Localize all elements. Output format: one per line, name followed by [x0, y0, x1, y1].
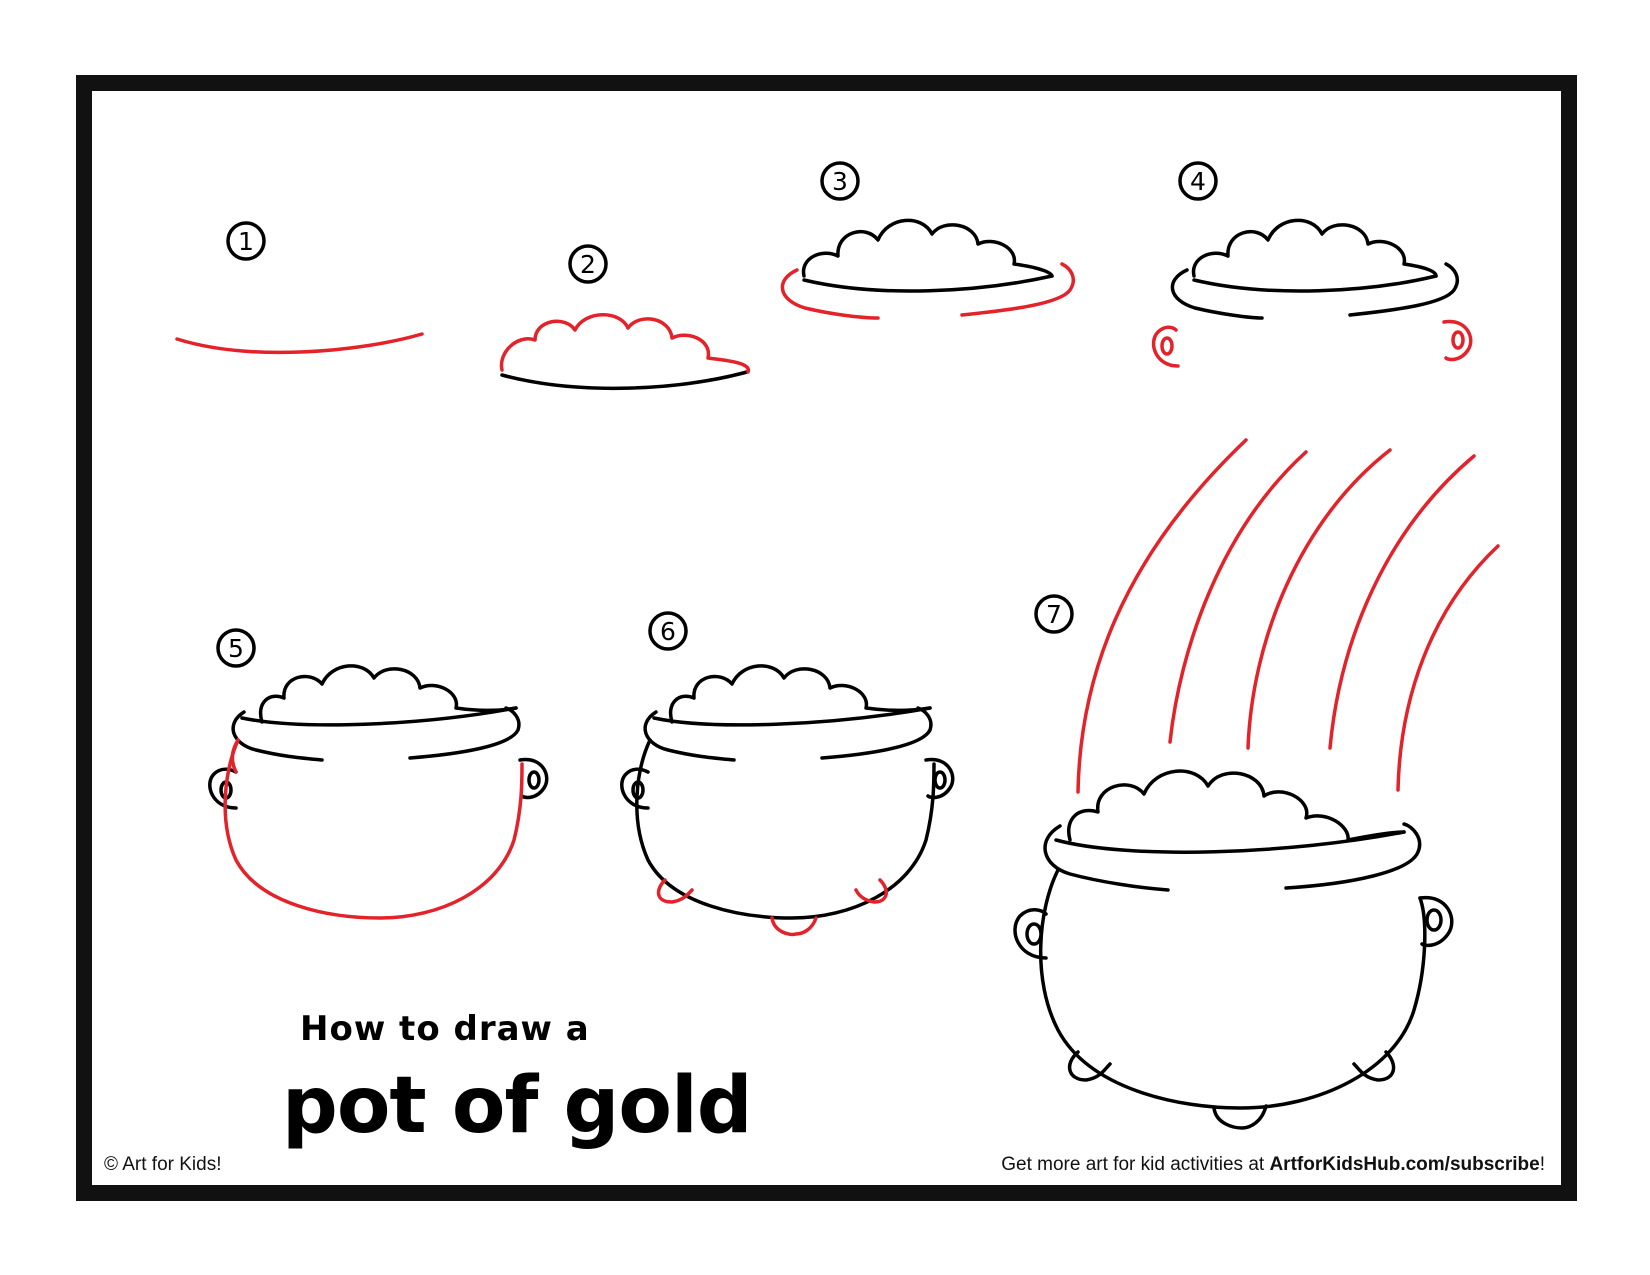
step-6-foot-right	[854, 878, 888, 904]
step-7-rainbow-1	[1076, 438, 1248, 794]
promo-suffix: !	[1539, 1154, 1545, 1175]
step-3: 3	[780, 161, 1075, 320]
step-3-circle	[820, 161, 860, 201]
step-1-number: 1	[238, 227, 254, 256]
step-5-rim-top	[240, 706, 518, 727]
step-3-rim-top	[802, 274, 1054, 293]
step-7-handle-left	[1013, 908, 1048, 960]
step-4-number: 4	[1190, 167, 1206, 196]
step-5-pot-left-top	[230, 738, 240, 774]
step-7-pot-body	[1039, 868, 1427, 1110]
step-6-pot-body	[635, 738, 936, 920]
copyright-label: © Art for Kids!	[104, 1154, 222, 1175]
step-4-handle-left	[1151, 325, 1180, 368]
step-4-handle-right-hole	[1451, 330, 1465, 350]
step-6-gold-cloud	[668, 664, 932, 724]
step-5-handle-right-hole	[527, 770, 541, 790]
step-6-foot-left	[656, 878, 694, 904]
step-4-circle	[1178, 161, 1218, 201]
step-7-handle-right	[1418, 895, 1454, 948]
step-6-rim-top	[652, 706, 932, 727]
step-5-number: 5	[228, 634, 244, 663]
step-6-handle-right	[924, 757, 955, 800]
step-7-circle	[1034, 594, 1074, 634]
step-4-rim-left	[1170, 268, 1264, 320]
step-4-handle-left-hole	[1160, 336, 1174, 356]
step-2-rim-line	[500, 370, 749, 391]
step-2-gold-cloud	[499, 313, 750, 374]
step-4-handle-right	[1442, 319, 1473, 362]
step-6-handle-right-hole	[933, 770, 947, 790]
step-5-handle-left	[208, 767, 238, 810]
step-1: 1	[175, 221, 424, 355]
step-7-rim-right	[1284, 822, 1422, 890]
step-7-rim-left	[1043, 824, 1170, 892]
step-7-rainbow-3	[1246, 448, 1392, 750]
step-6-rim-left	[643, 710, 736, 762]
step-7-number: 7	[1046, 600, 1062, 629]
step-1-rim-line	[175, 332, 424, 355]
promo-text: Get more art for kid activities at Artfo…	[1001, 1154, 1545, 1176]
step-7-rim-top	[1054, 830, 1406, 854]
step-1-circle	[226, 221, 266, 261]
step-3-gold-cloud	[801, 218, 1054, 278]
step-5: 5	[208, 628, 549, 920]
step-2-number: 2	[580, 250, 596, 279]
step-5-gold-cloud	[258, 664, 518, 724]
step-3-number: 3	[832, 167, 848, 196]
step-5-circle	[216, 628, 256, 668]
step-7-handle-left-hole	[1025, 922, 1043, 946]
step-4-rim-top	[1192, 274, 1438, 293]
step-3-rim-right	[960, 262, 1075, 317]
step-5-handle-right	[518, 757, 549, 800]
step-7-foot-left	[1067, 1050, 1112, 1082]
step-6-foot-middle	[770, 916, 818, 937]
copyright-text: © Art for Kids!	[104, 1154, 221, 1176]
step-7: 7	[1013, 438, 1500, 1130]
step-7-handle-right-hole	[1425, 908, 1443, 932]
step-6-rim-right	[820, 706, 933, 760]
title-line-2: pot of gold	[282, 1061, 752, 1151]
step-2-circle	[568, 244, 608, 284]
step-7-gold-cloud	[1066, 769, 1406, 842]
step-7-foot-middle	[1212, 1104, 1268, 1130]
step-2: 2	[499, 244, 750, 391]
step-6-handle-left	[620, 767, 650, 810]
step-7-foot-right	[1352, 1050, 1396, 1082]
step-6-circle	[648, 611, 688, 651]
step-4-rim-right	[1348, 262, 1459, 317]
step-6-number: 6	[660, 617, 676, 646]
step-4-gold-cloud	[1191, 218, 1438, 278]
title-line-1: How to draw a	[300, 1009, 590, 1049]
step-5-rim-right	[408, 706, 521, 760]
step-7-rainbow-2	[1168, 450, 1308, 744]
promo-prefix: Get more art for kid activities at	[1001, 1154, 1270, 1175]
step-4: 4	[1151, 161, 1473, 368]
step-5-pot-body	[223, 738, 524, 920]
step-7-rainbow-5	[1396, 544, 1500, 792]
step-6: 6	[620, 611, 955, 937]
step-3-rim-left	[780, 268, 880, 320]
step-7-rainbow-4	[1328, 454, 1476, 750]
step-5-rim-left	[231, 710, 324, 762]
page-frame	[76, 75, 1577, 1201]
title: How to draw a pot of gold	[282, 1009, 753, 1151]
promo-link[interactable]: ArtforKidsHub.com/subscribe	[1269, 1154, 1540, 1175]
